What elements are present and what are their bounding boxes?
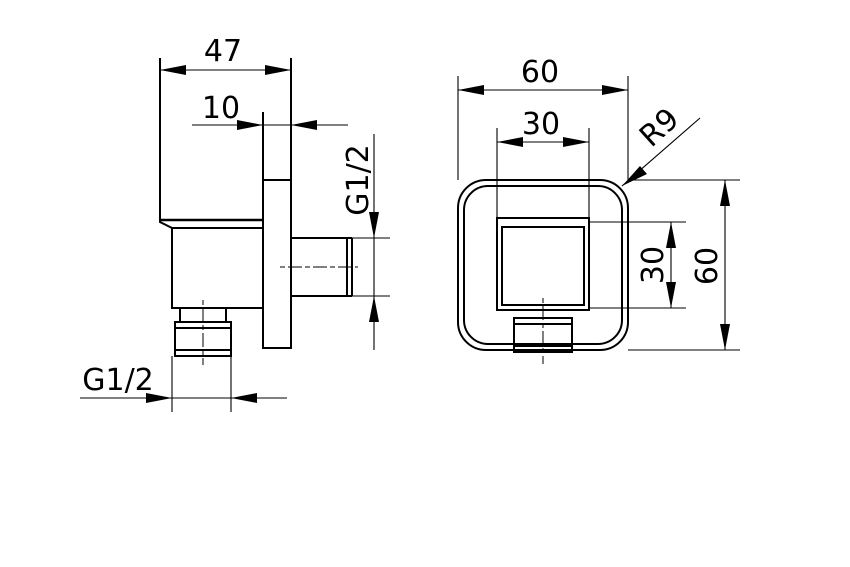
dim-60h-arrow-bottom [720,324,730,350]
dim-30w-arrow-right [563,137,589,147]
dim-outlet-arrow-bottom [369,296,379,322]
side-flange [262,179,292,349]
dim-30h-arrow-bottom [666,282,676,308]
dim-30w-arrow-left [497,137,523,147]
dim-inlet-label: G1/2 [82,363,154,398]
front-inner-square [496,217,590,311]
dim-47-label: 47 [204,34,242,69]
dim-inlet-arrow-right [231,393,257,403]
dim-30w-label: 30 [522,107,560,142]
dim-47-arrow-left [160,65,186,75]
side-body-top-outline [159,58,205,309]
dim-60w-arrow-left [458,85,484,95]
front-view: 60 30 R9 30 60 [457,55,740,364]
dim-10-arrow-left [237,120,263,130]
dim-10-label: 10 [202,91,240,126]
front-inner-square-face [501,226,585,306]
dim-10-arrow-right [291,120,317,130]
dim-inlet-arrow-left [146,393,172,403]
dim-60h-arrow-top [720,180,730,206]
dim-60h-label: 60 [690,247,725,285]
dim-30h-arrow-top [666,222,676,248]
side-view: 47 10 G1/2 G1/2 [80,34,390,412]
dim-60w-label: 60 [521,55,559,90]
dim-47-arrow-right [265,65,291,75]
dim-r9-label: R9 [633,102,686,155]
dim-r9-arrow [622,166,647,186]
dim-60w-arrow-right [602,85,628,95]
dim-outlet-label: G1/2 [341,144,376,216]
dim-outlet-arrow-top [369,212,379,238]
dim-30h-label: 30 [636,246,671,284]
front-inner-bevel [463,185,623,345]
